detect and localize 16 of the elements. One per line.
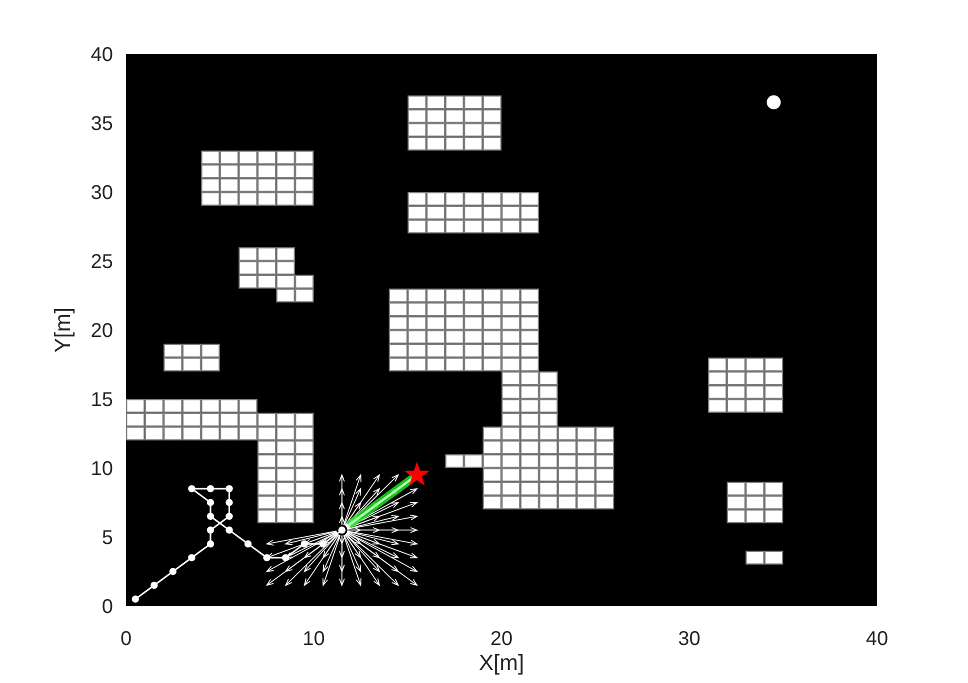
y-tick-label: 10	[90, 458, 113, 480]
x-tick-label: 30	[678, 628, 700, 650]
x-tick-label: 10	[302, 628, 325, 650]
y-tick-label: 15	[90, 389, 113, 411]
y-tick-label: 25	[90, 251, 113, 273]
y-tick-label: 5	[102, 527, 113, 549]
x-tick-label: 20	[490, 628, 513, 650]
x-axis-title: X[m]	[478, 650, 524, 675]
y-tick-label: 35	[90, 113, 113, 135]
y-tick-label: 30	[90, 182, 113, 204]
y-tick-label: 0	[102, 596, 113, 618]
x-tick-label: 0	[120, 628, 132, 650]
y-tick-label: 20	[90, 320, 113, 342]
y-axis-title: Y[m]	[50, 307, 75, 353]
y-tick-label: 40	[90, 44, 113, 66]
x-tick-label: 40	[866, 628, 888, 650]
